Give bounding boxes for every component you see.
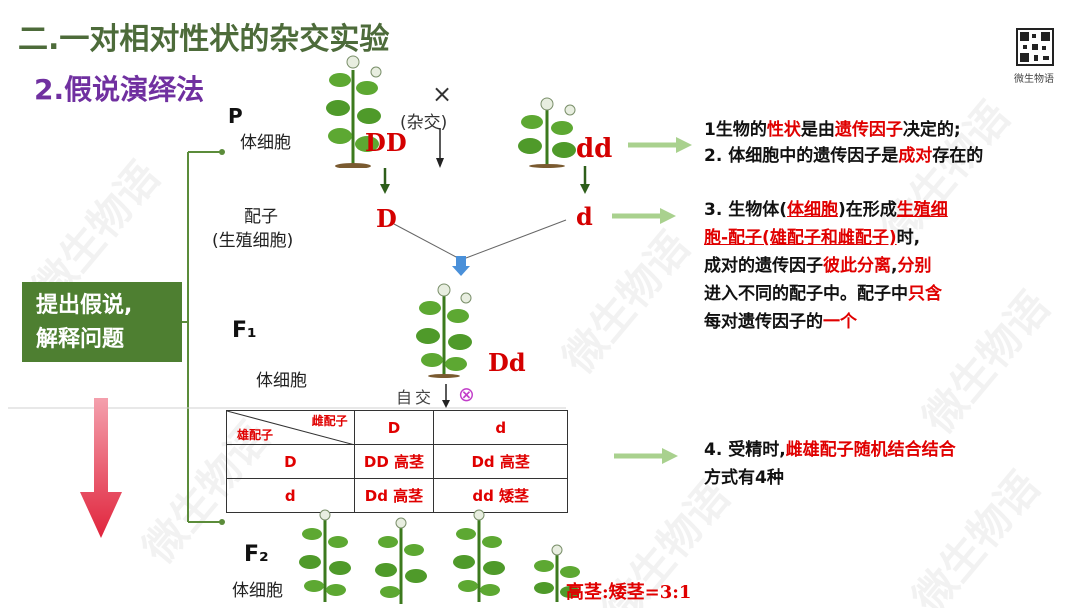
annotation-highlight: 成对 <box>898 146 932 166</box>
hypothesis-box: 提出假说, 解释问题 <box>22 282 182 362</box>
f1-label: F₁ <box>232 318 257 343</box>
annotation-highlight: 体细胞 <box>787 200 838 220</box>
annotation-4: 4. 受精时,雌雄配子随机结合结合 方式有4种 <box>704 436 956 492</box>
annotation-highlight: 一个 <box>823 312 857 332</box>
p-generation-label: P <box>228 104 243 128</box>
punnett-square: 雌配子 雄配子 D d D DD 高茎 Dd 高茎 d Dd 高茎 dd 矮茎 <box>226 410 568 513</box>
annotation-text: 2. 体细胞中的遗传因子是 <box>704 146 898 166</box>
annotation-text: 4. 受精时, <box>704 440 786 460</box>
hypothesis-box-line2: 解释问题 <box>36 323 182 357</box>
f2-label: F₂ <box>244 542 269 567</box>
annotation-text: 成对的遗传因子 <box>704 256 823 276</box>
gamete-d: d <box>576 202 593 231</box>
annotation-text: 每对遗传因子的 <box>704 312 823 332</box>
pea-plant-short-icon <box>510 96 584 168</box>
annotation-text: 决定的; <box>903 120 961 140</box>
punnett-col-d: d <box>434 411 568 445</box>
annotation-3: 3. 生物体(体细胞)在形成生殖细 胞-配子(雄配子和雌配子)时, 成对的遗传因… <box>704 196 948 336</box>
pea-plant-tall-icon <box>368 514 434 606</box>
f2-ratio: 高茎:矮茎=3:1 <box>566 578 691 604</box>
punnett-row-D: D <box>227 445 355 479</box>
annotation-text: 时, <box>897 228 920 248</box>
hypothesis-box-line1: 提出假说, <box>36 289 182 323</box>
annotation-highlight: 遗传因子 <box>835 120 903 140</box>
punnett-cell-DD: DD 高茎 <box>354 445 434 479</box>
annotation-highlight: 彼此分离 <box>823 256 891 276</box>
genotype-DD: DD <box>365 128 407 157</box>
annotation-text: 1生物的 <box>704 120 767 140</box>
self-cross-symbol: ⊗ <box>458 382 475 406</box>
punnett-col-D: D <box>354 411 434 445</box>
punnett-cell-Dd: Dd 高茎 <box>434 445 568 479</box>
self-cross-text: 自交 <box>396 384 434 408</box>
genotype-dd: dd <box>576 134 612 164</box>
annotation-highlight: 雌雄配子随机结合结合 <box>786 440 956 460</box>
f1-cell-label: 体细胞 <box>256 366 307 391</box>
annotation-highlight: 分别 <box>897 256 931 276</box>
punnett-header-cell: 雌配子 雄配子 <box>227 411 355 445</box>
gamete-label: 配子 <box>244 202 278 227</box>
gamete-D: D <box>376 204 397 233</box>
f2-cell-label: 体细胞 <box>232 576 283 601</box>
male-gamete-header: 雄配子 <box>237 426 273 443</box>
annotation-highlight: 只含 <box>908 284 942 304</box>
pea-plant-tall-icon <box>292 506 358 604</box>
annotation-text: 存在的 <box>932 146 983 166</box>
pea-plant-tall-icon <box>446 506 512 604</box>
annotation-highlight: 生殖细 <box>897 200 948 220</box>
annotation-text: 进入不同的配子中。配子中 <box>704 284 908 304</box>
pea-plant-tall-icon <box>406 280 482 378</box>
annotation-2: 2. 体细胞中的遗传因子是成对存在的 <box>704 142 983 170</box>
gamete-sublabel: (生殖细胞) <box>212 226 293 251</box>
punnett-cell-Dd: Dd 高茎 <box>354 479 434 513</box>
cross-text: (杂交) <box>400 108 447 133</box>
annotation-text: )在形成 <box>838 200 897 220</box>
annotation-text: 3. 生物体( <box>704 200 787 220</box>
annotation-highlight: 胞-配子(雄配子和雌配子) <box>704 228 897 248</box>
genotype-Dd: Dd <box>488 348 526 377</box>
female-gamete-header: 雌配子 <box>312 412 348 429</box>
annotation-text: 方式有4种 <box>704 464 956 492</box>
cross-symbol: × <box>432 80 452 108</box>
annotation-1: 1生物的性状是由遗传因子决定的; <box>704 116 961 144</box>
annotation-text: 是由 <box>801 120 835 140</box>
annotation-highlight: 性状 <box>767 120 801 140</box>
p-cell-label: 体细胞 <box>240 128 291 153</box>
